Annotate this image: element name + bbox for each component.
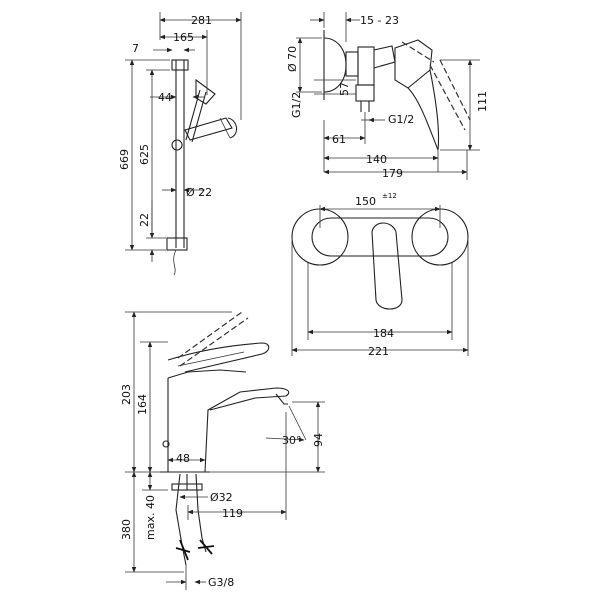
- dim-g12-left: G1/2: [290, 92, 303, 118]
- dim-165: 165: [173, 31, 194, 44]
- dim-61: 61: [332, 133, 346, 146]
- dim-150: 150: [355, 195, 376, 208]
- handshower: [184, 78, 238, 143]
- shower-set: 281 165 7 44 669 625 22 Ø 22: [118, 12, 242, 276]
- dim-70: Ø 70: [286, 46, 299, 72]
- dim-164: 164: [136, 394, 149, 415]
- dim-g38: G3/8: [208, 576, 234, 589]
- dim-111: 111: [476, 91, 489, 112]
- dim-179: 179: [382, 167, 403, 180]
- dim-15-23: 15 - 23: [360, 14, 399, 27]
- dim-94: 94: [312, 433, 325, 447]
- dim-22-dia: Ø 22: [186, 186, 212, 199]
- dim-184: 184: [373, 327, 394, 340]
- wall-mixer-side: 15 - 23 Ø 70 G1/2 57 61 G1/2 111 140 179: [286, 12, 489, 180]
- dim-669: 669: [118, 149, 131, 170]
- dim-281: 281: [191, 14, 212, 27]
- dim-44: 44: [158, 91, 172, 104]
- dim-7: 7: [132, 42, 139, 55]
- dim-max40: max. 40: [144, 495, 157, 540]
- dim-150-tol: ±12: [382, 192, 397, 200]
- dim-32: Ø32: [210, 491, 233, 504]
- dim-140: 140: [366, 153, 387, 166]
- dim-g12-right: G1/2: [388, 113, 414, 126]
- dim-625: 625: [138, 144, 151, 165]
- dim-380: 380: [120, 519, 133, 540]
- basin-mixer: 203 164 48 30° 94 Ø32 119 max. 40 380 G3…: [120, 311, 325, 590]
- wall-mixer-front: 150 ±12 184 221: [291, 192, 469, 358]
- dim-48: 48: [176, 452, 190, 465]
- dim-203: 203: [120, 384, 133, 405]
- dim-22-side: 22: [138, 213, 151, 227]
- dim-57: 57: [338, 82, 351, 96]
- dim-30: 30°: [282, 434, 302, 447]
- dim-119: 119: [222, 507, 243, 520]
- dim-221: 221: [368, 345, 389, 358]
